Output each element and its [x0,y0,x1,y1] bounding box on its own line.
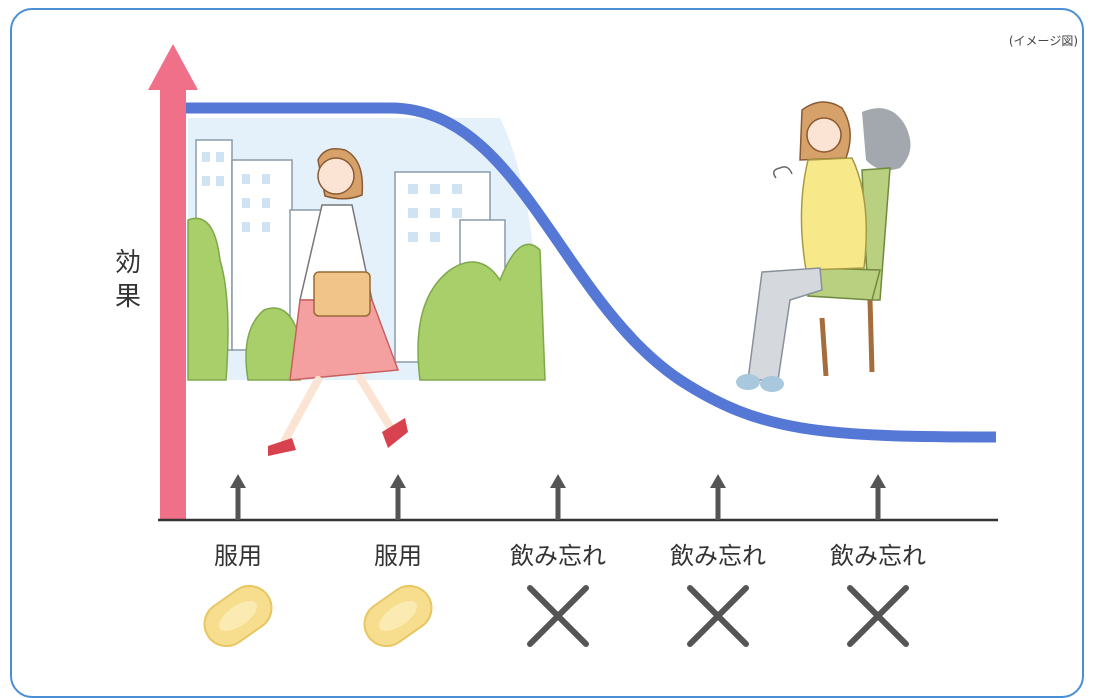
event-label-1: 服用 [214,542,262,570]
city-background-illustration [187,118,546,381]
effect-curve [186,102,997,443]
event-arrow-5 [870,474,886,520]
pill-icon [363,584,433,648]
pill-icon [203,584,273,648]
event-label-3: 飲み忘れ [510,542,606,570]
cross-icon [527,585,589,647]
effect-diagram [148,44,998,648]
walking-woman-illustration [268,148,408,456]
image-note: (イメージ図) [1008,34,1078,48]
y-axis-label: 効 果 [108,246,148,314]
event-arrow-1 [230,474,246,520]
event-arrow-3 [550,474,566,520]
effect-axis-arrow [148,44,198,520]
event-arrow-2 [390,474,406,520]
y-axis-label-char-1: 効 [114,248,141,278]
event-label-2: 服用 [374,542,422,570]
cross-icon [847,585,909,647]
y-axis-label-char-2: 果 [114,282,141,312]
event-label-5: 飲み忘れ [830,542,926,570]
cross-icon [687,585,749,647]
tired-woman-illustration [736,101,911,392]
event-label-4: 飲み忘れ [670,542,766,570]
event-arrow-4 [710,474,726,520]
